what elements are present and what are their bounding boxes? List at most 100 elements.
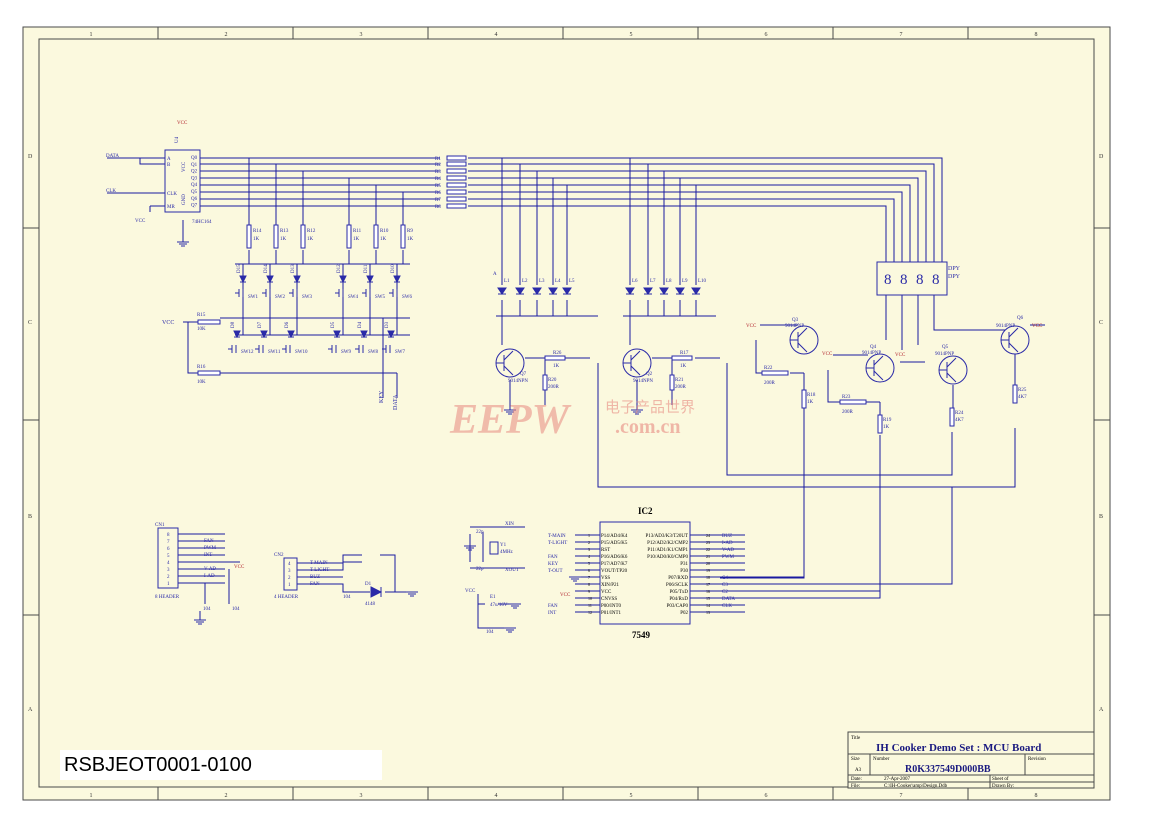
u4-output-pin: Q4 xyxy=(191,183,198,188)
cn1-pin-num: 8 xyxy=(167,533,170,538)
mcu-right-net: C4 xyxy=(722,576,728,581)
cn1-net: FAN xyxy=(204,539,214,544)
cn2-net: T-MAIN xyxy=(310,561,328,566)
tb-date: 27-Apr-2007 xyxy=(884,777,911,782)
pullup-ref: R13 xyxy=(280,229,289,234)
base-resistor-ref: R17 xyxy=(680,351,689,356)
mcu-right-pin: P04/RxD xyxy=(669,597,688,602)
r16-ref: R16 xyxy=(197,365,206,370)
mcu-right-net: DATA xyxy=(722,597,735,602)
switch-diode-ref: D8 xyxy=(231,321,236,328)
connector-cn2 xyxy=(283,557,298,591)
cn1-pin-num: 3 xyxy=(167,568,170,573)
connector-cn1 xyxy=(157,527,179,589)
segment-resistor-ref: R5 xyxy=(435,184,441,189)
mcu-left-pin: RST xyxy=(601,548,610,553)
segment-resistor xyxy=(446,189,467,195)
mcu-right-pin: P11/AD1/K1/CMP1 xyxy=(647,548,688,553)
mcu-left-num: 5 xyxy=(588,561,590,566)
switch-diode xyxy=(233,330,241,339)
cn2-net: T-LIGHT xyxy=(310,568,329,573)
led-array xyxy=(497,287,701,295)
ground-icon xyxy=(504,409,516,415)
mcu-left-pin: VOUT/TP20 xyxy=(601,569,628,574)
cn1-cap-left: 104 xyxy=(203,607,211,612)
led xyxy=(562,287,572,295)
mcu-right-pin: P12/AD2/K2/CMP2 xyxy=(647,541,688,546)
cn1-pin-num: 5 xyxy=(167,554,170,559)
zone-col-top: 2 xyxy=(225,32,228,38)
q4-ref: Q4 xyxy=(870,345,877,350)
mcu-right-net: C3 xyxy=(722,583,728,588)
pushbutton-switch xyxy=(262,289,271,297)
mcu-left-net: FAN xyxy=(548,604,558,609)
pullup-resistor xyxy=(246,224,252,249)
cn2-part: 4 HEADER xyxy=(274,595,299,600)
tb-file: C:\IH-Cooker\amp\Design.Ddb xyxy=(884,784,948,789)
vcc-top-label: VCC xyxy=(177,121,188,126)
mcu-right-pin: P05/TxD xyxy=(670,590,689,595)
key-net-label: KEY xyxy=(379,390,385,403)
cn1-net: V-AD xyxy=(204,567,216,572)
display-label-2: DPY xyxy=(948,274,961,280)
pnp-base-value: 4K7 xyxy=(1018,395,1027,400)
base-resistor xyxy=(544,355,566,361)
pnp-pull-resistor xyxy=(839,399,867,405)
transistor-q7-leads xyxy=(496,350,514,376)
u4-output-pin: Q6 xyxy=(191,197,198,202)
pullup-ref: R11 xyxy=(353,229,362,234)
pulldown-resistor-ref: R21 xyxy=(675,378,684,383)
cn2-pin-num: 4 xyxy=(288,562,291,567)
ground-icon xyxy=(509,603,521,609)
mcu-left-pin: XIN/P21 xyxy=(601,583,620,588)
cn2-net: FAN xyxy=(310,582,320,587)
tb-drawn-label: Drawn By: xyxy=(992,784,1014,789)
mcu-right-num: 19 xyxy=(706,568,710,573)
mcu-left-pin: CNVSS xyxy=(601,597,617,602)
base-resistor xyxy=(671,355,693,361)
pushbutton-switch xyxy=(328,345,337,353)
pushbutton-switch xyxy=(228,345,237,353)
pnp-pull-ref: R22 xyxy=(764,366,773,371)
cn2-ref: CN2 xyxy=(274,553,284,558)
pulldown-resistor xyxy=(669,374,675,391)
crystal-y1 xyxy=(489,541,499,555)
transistors xyxy=(495,325,1030,385)
cn2-net: BUZ xyxy=(310,575,320,580)
pushbutton-switch xyxy=(255,345,264,353)
transistor-q4-leads xyxy=(866,355,884,381)
vcc-q6: VCC xyxy=(1032,324,1043,329)
switch-ref: SW8 xyxy=(368,350,379,355)
document-code: RSBJEOT0001-0100 xyxy=(60,750,382,780)
switch-diode-ref: D14 xyxy=(264,264,269,273)
led xyxy=(497,287,507,295)
segment-resistor xyxy=(446,203,467,209)
led-ref: L1 xyxy=(504,279,510,284)
switch-ref: SW11 xyxy=(268,350,281,355)
mcu-right-num: 21 xyxy=(706,554,710,559)
switch-diode-ref: D13 xyxy=(291,264,296,273)
power-c: 104 xyxy=(486,630,494,635)
led-ref: L8 xyxy=(666,279,672,284)
zone-row-left: C xyxy=(28,320,32,326)
mcu-left-num: 11 xyxy=(588,603,592,608)
ground-icon xyxy=(504,627,516,633)
cn2-diode-part: 4148 xyxy=(365,602,376,607)
ground-symbols xyxy=(177,241,643,633)
q3-part: 9014PNP xyxy=(785,324,804,329)
q6-part: 9014PNP xyxy=(996,324,1015,329)
vcc-q5: VCC xyxy=(895,353,906,358)
pullup-value: 1K xyxy=(280,237,287,242)
switch-diode-ref: D10 xyxy=(391,264,396,273)
u4-input-clk: CLK xyxy=(106,189,116,194)
u4-output-pin: Q2 xyxy=(191,170,198,175)
mcu-left-pin: P17/AD7/K7 xyxy=(601,562,628,567)
switch-diode xyxy=(287,330,295,339)
switch-diode xyxy=(360,330,368,339)
u4-left-pin: CLK xyxy=(167,192,177,197)
led-ref: L5 xyxy=(569,279,575,284)
pnp-base-value: 1K xyxy=(807,400,814,405)
segment-resistor xyxy=(446,182,467,188)
mcu-left-num: 10 xyxy=(588,596,592,601)
led-ref: L4 xyxy=(555,279,561,284)
